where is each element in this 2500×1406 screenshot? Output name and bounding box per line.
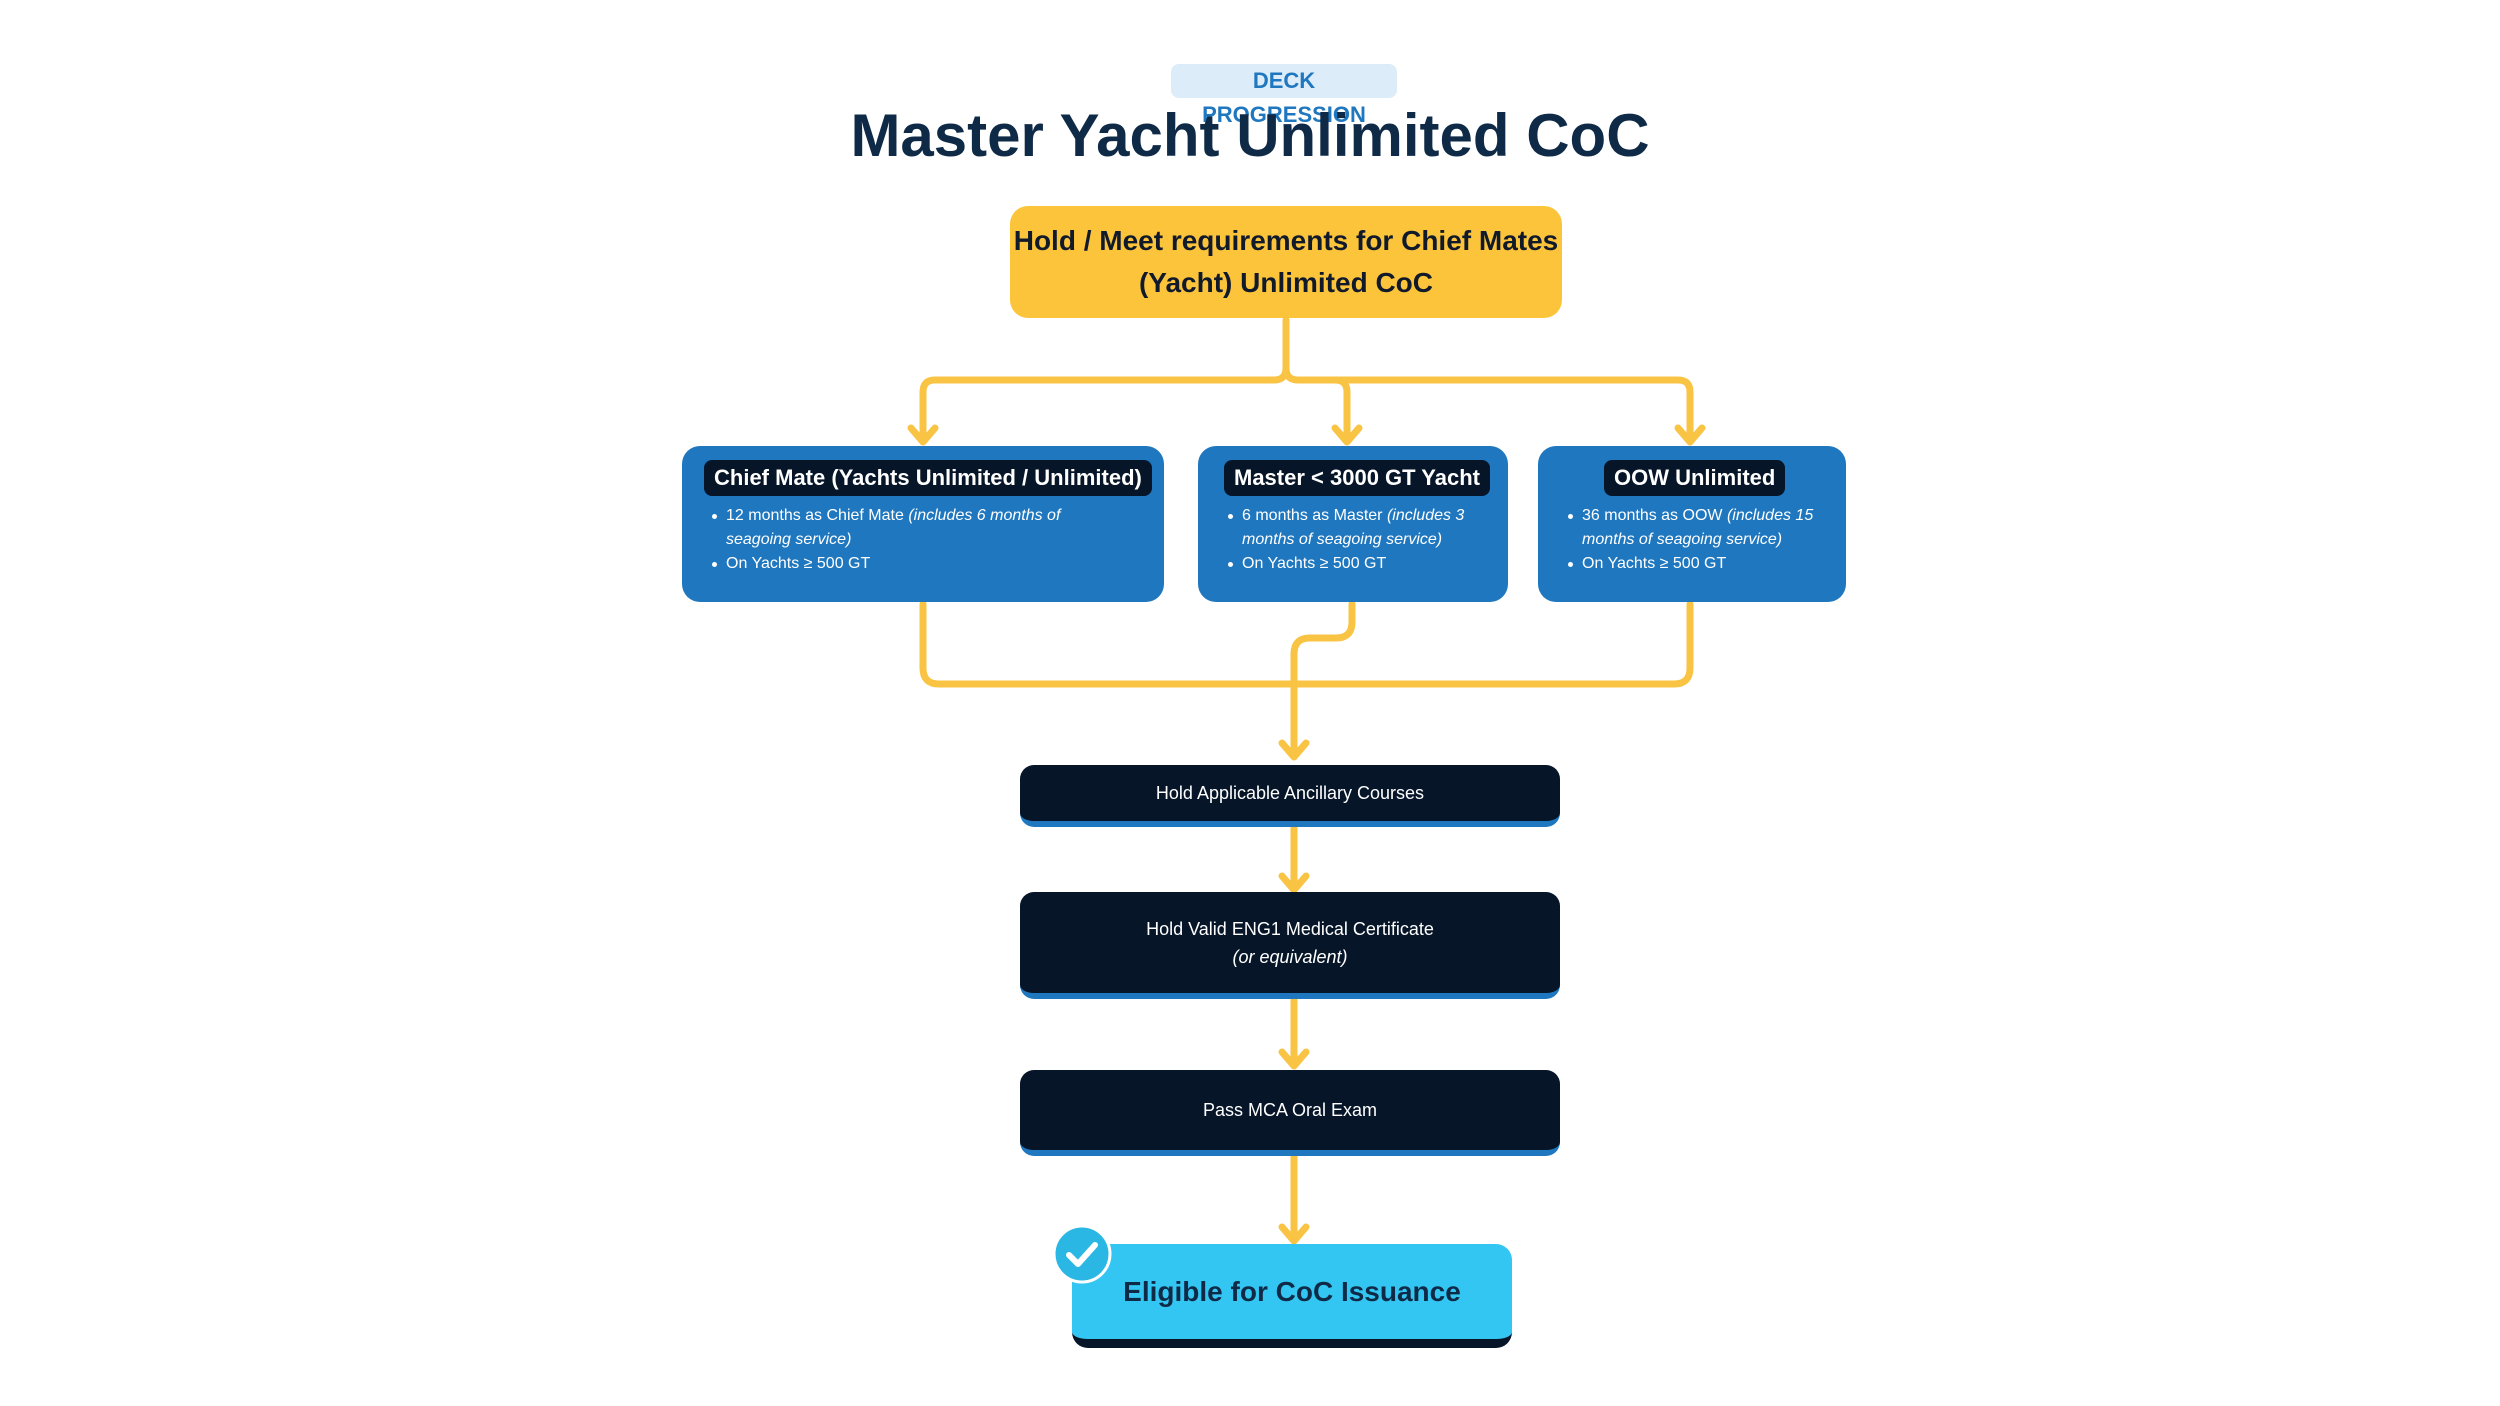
final-eligibility-box: Eligible for CoC Issuance xyxy=(1072,1244,1512,1348)
connector-chief-mate-to-merge xyxy=(919,600,1299,688)
arrowhead-oral xyxy=(1278,1048,1310,1070)
start-line-2: (Yacht) Unlimited CoC xyxy=(1138,267,1433,298)
connector-start-to-chief-mate xyxy=(919,316,1290,442)
connector-start-to-oow xyxy=(1294,376,1694,442)
route-bullet: On Yachts ≥ 500 GT xyxy=(1226,552,1488,576)
bullet-text: On Yachts ≥ 500 GT xyxy=(1242,555,1387,572)
header-tag: DECK PROGRESSION xyxy=(1171,64,1397,127)
route-bullet: On Yachts ≥ 500 GT xyxy=(710,552,1110,576)
start-line-1: Hold / Meet requirements for Chief Mates xyxy=(1013,225,1559,256)
route-bullets: 6 months as Master (includes 3 months of… xyxy=(1226,504,1488,576)
route-bullet: 6 months as Master (includes 3 months of… xyxy=(1226,504,1488,552)
arrowhead-chief-mate xyxy=(907,424,939,446)
route-title: Master < 3000 GT Yacht xyxy=(1224,460,1491,496)
connector-master-to-merge xyxy=(1290,600,1356,756)
step-sublabel: (or equivalent) xyxy=(1232,946,1348,967)
connector-oow-to-merge xyxy=(1291,600,1694,688)
bullet-text: 36 months as OOW xyxy=(1582,507,1727,524)
route-card-master: Master < 3000 GT Yacht 6 months as Maste… xyxy=(1198,446,1508,602)
route-bullet: On Yachts ≥ 500 GT xyxy=(1566,552,1828,576)
bullet-text: 12 months as Chief Mate xyxy=(726,507,909,524)
arrowhead-eng1 xyxy=(1278,872,1310,894)
bullet-text: On Yachts ≥ 500 GT xyxy=(726,555,871,572)
route-card-chief-mate: Chief Mate (Yachts Unlimited / Unlimited… xyxy=(682,446,1164,602)
bullet-note: (includes 15 months of seagoing service) xyxy=(1582,507,1814,548)
page-title: Master Yacht Unlimited CoC xyxy=(850,102,1650,169)
arrowhead-ancillary xyxy=(1278,739,1310,761)
route-bullets: 36 months as OOW (includes 15 months of … xyxy=(1566,504,1828,576)
route-bullets: 12 months as Chief Mate (includes 6 mont… xyxy=(710,504,1110,576)
arrowhead-oow xyxy=(1674,424,1706,446)
check-circle-icon xyxy=(1052,1224,1112,1284)
arrowhead-final xyxy=(1278,1223,1310,1245)
bullet-note: (includes 6 months of seagoing service) xyxy=(726,507,1061,548)
route-bullet: 12 months as Chief Mate (includes 6 mont… xyxy=(710,504,1110,552)
bullet-note: (includes 3 months of seagoing service) xyxy=(1242,507,1465,548)
route-title: Chief Mate (Yachts Unlimited / Unlimited… xyxy=(704,460,1152,496)
route-title: OOW Unlimited xyxy=(1604,460,1786,496)
step-mca-oral-exam: Pass MCA Oral Exam xyxy=(1020,1070,1560,1156)
start-requirement-box: Hold / Meet requirements for Chief Mates… xyxy=(1010,206,1562,318)
bullet-text: 6 months as Master xyxy=(1242,507,1387,524)
step-label: Hold Applicable Ancillary Courses xyxy=(1155,783,1425,803)
arrowhead-master xyxy=(1331,424,1363,446)
step-eng1-medical: Hold Valid ENG1 Medical Certificate (or … xyxy=(1020,892,1560,999)
bullet-text: On Yachts ≥ 500 GT xyxy=(1582,555,1727,572)
final-label: Eligible for CoC Issuance xyxy=(1123,1275,1461,1307)
step-label: Pass MCA Oral Exam xyxy=(1202,1100,1378,1120)
route-bullet: 36 months as OOW (includes 15 months of … xyxy=(1566,504,1828,552)
route-card-oow: OOW Unlimited 36 months as OOW (includes… xyxy=(1538,446,1846,602)
step-ancillary-courses: Hold Applicable Ancillary Courses xyxy=(1020,765,1560,827)
step-label: Hold Valid ENG1 Medical Certificate xyxy=(1146,918,1434,939)
